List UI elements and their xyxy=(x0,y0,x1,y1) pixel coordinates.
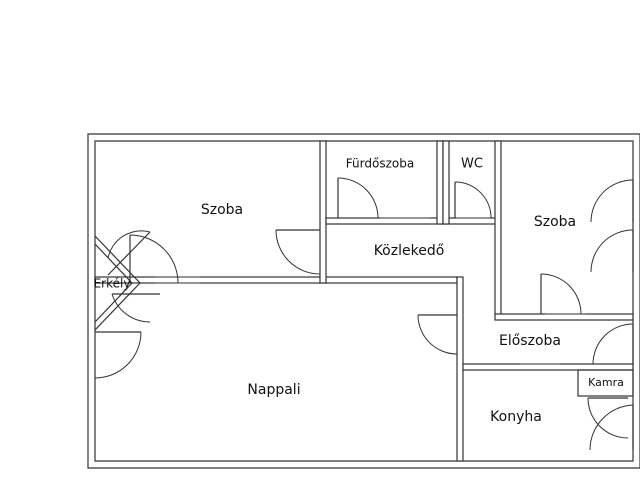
door-icon xyxy=(94,331,142,379)
door-icon xyxy=(592,323,634,365)
door-icon xyxy=(454,181,492,219)
room-label-szoba-left: Szoba xyxy=(201,202,243,218)
door-icon xyxy=(590,179,634,223)
door-icon xyxy=(417,314,458,355)
door-icon xyxy=(111,293,160,323)
door-icon xyxy=(589,404,634,451)
room-label-nappali: Nappali xyxy=(247,382,300,398)
room-label-eloszoba: Előszoba xyxy=(499,333,561,349)
room-label-kamra: Kamra xyxy=(588,376,624,389)
door-icon xyxy=(275,229,321,275)
door-icon xyxy=(540,273,582,315)
interior-walls xyxy=(94,140,634,462)
room-label-kozlekedo: Közlekedő xyxy=(374,243,445,259)
door-icon xyxy=(107,230,151,276)
door-icon xyxy=(337,177,379,219)
door-icon xyxy=(590,229,634,273)
room-label-konyha: Konyha xyxy=(490,409,542,425)
door-icon xyxy=(587,397,629,439)
doors xyxy=(94,177,634,451)
outer-walls xyxy=(87,133,640,469)
room-label-furdoszoba: Fürdőszoba xyxy=(346,157,414,171)
room-label-szoba-right: Szoba xyxy=(534,214,576,230)
room-labels: Szoba Fürdőszoba WC Szoba Közlekedő Erké… xyxy=(94,157,624,426)
door-icon xyxy=(129,234,179,284)
room-label-wc: WC xyxy=(461,157,483,172)
windows xyxy=(155,217,585,365)
room-label-erkely: Erkély xyxy=(94,277,131,291)
